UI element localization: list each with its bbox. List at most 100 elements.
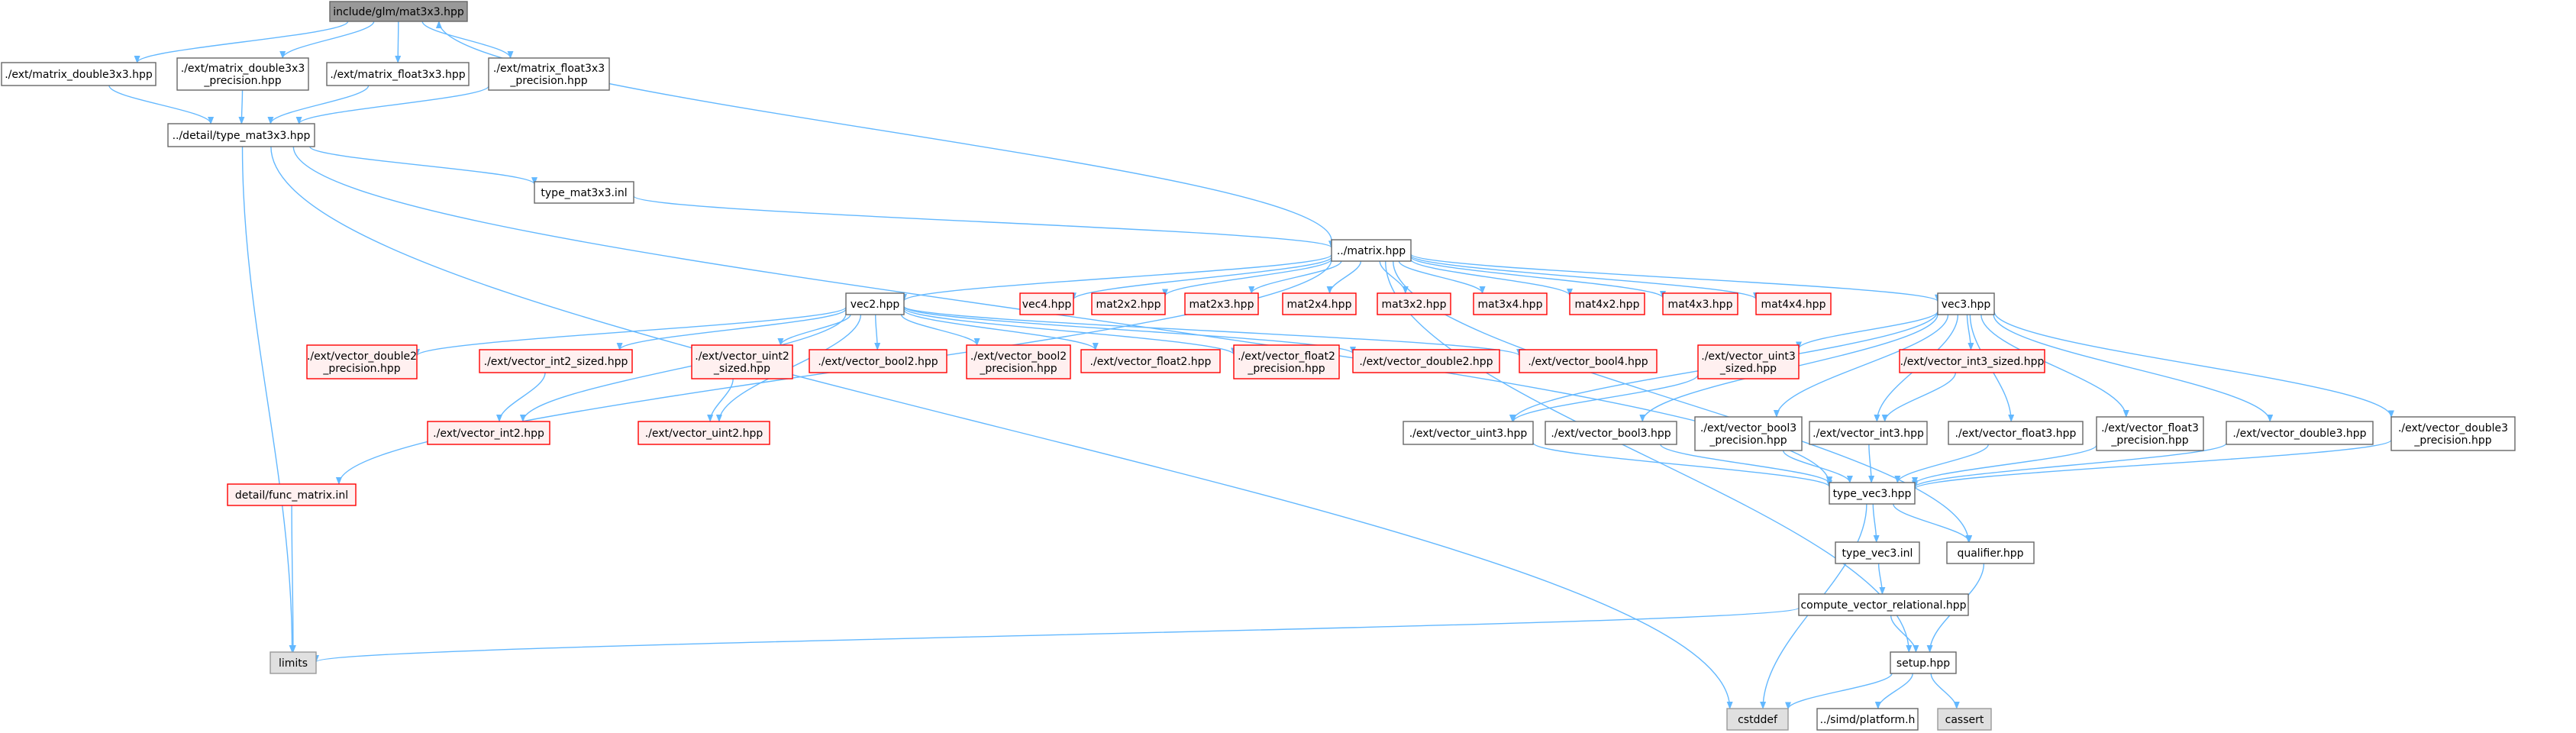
node-cstddef: cstddef	[1726, 708, 1789, 731]
node-vu2-box	[638, 421, 770, 445]
node-mf33p[interactable]: ./ext/matrix_float3x3_precision.hpp	[488, 57, 610, 91]
edge-tm33-to-tm33inl	[309, 146, 537, 186]
node-vu3[interactable]: ./ext/vector_uint3.hpp	[1403, 421, 1534, 445]
node-matrix-label-0: ../matrix.hpp	[1337, 245, 1406, 257]
node-mat4x3-box	[1662, 292, 1738, 315]
node-md33p-label-0: ./ext/matrix_double3x3	[181, 63, 305, 75]
node-vec3[interactable]: vec3.hpp	[1937, 292, 1995, 315]
node-vb3[interactable]: ./ext/vector_bool3.hpp	[1545, 421, 1677, 445]
node-vd2[interactable]: ./ext/vector_double2.hpp	[1352, 349, 1500, 373]
node-vf3[interactable]: ./ext/vector_float3.hpp	[1948, 421, 2084, 445]
node-root[interactable]: include/glm/mat3x3.hpp	[329, 1, 468, 22]
node-vf2-label-0: ./ext/vector_float2.hpp	[1090, 356, 1212, 368]
node-vd3p-label-1: _precision.hpp	[2413, 434, 2491, 447]
node-vb2p[interactable]: ./ext/vector_bool2_precision.hpp	[966, 344, 1071, 379]
node-mat4x3[interactable]: mat4x3.hpp	[1662, 292, 1738, 315]
node-vd2p[interactable]: ./ext/vector_double2_precision.hpp	[306, 344, 418, 379]
edge-matrix-to-mat2x3	[1248, 260, 1342, 294]
edge-vec2-to-vb4	[903, 305, 1522, 357]
edge-tv3-to-qual	[1893, 503, 1973, 543]
edge-vd3-to-tv3	[1912, 442, 2227, 489]
node-md33p-label-1: _precision.hpp	[203, 75, 281, 87]
node-vi3s[interactable]: ./ext/vector_int3_sized.hpp	[1899, 349, 2045, 373]
node-md33p[interactable]: ./ext/matrix_double3x3_precision.hpp	[176, 57, 309, 91]
edge-vec2-to-vd2p	[414, 306, 847, 357]
node-vf2p-label-0: ./ext/vector_float2	[1238, 350, 1335, 363]
node-qual[interactable]: qualifier.hpp	[1946, 541, 2035, 564]
node-vi2s[interactable]: ./ext/vector_int2_sized.hpp	[479, 349, 633, 373]
node-cvr[interactable]: compute_vector_relational.hpp	[1798, 593, 1969, 616]
node-vec4[interactable]: vec4.hpp	[1019, 292, 1074, 315]
node-simd-box	[1816, 708, 1919, 731]
edge-matrix-to-setup	[1385, 260, 1913, 653]
node-tv3inl[interactable]: type_vec3.inl	[1835, 541, 1920, 564]
node-setup[interactable]: setup.hpp	[1890, 651, 1957, 674]
node-vb2-box	[809, 349, 947, 373]
node-tm33[interactable]: ../detail/type_mat3x3.hpp	[167, 123, 315, 147]
node-simd[interactable]: ../simd/platform.h	[1816, 708, 1919, 731]
node-vf2[interactable]: ./ext/vector_float2.hpp	[1080, 349, 1221, 373]
node-mat3x4-label-0: mat3x4.hpp	[1478, 299, 1543, 311]
node-vf3p[interactable]: ./ext/vector_float3_precision.hpp	[2096, 416, 2204, 451]
node-vu3s-label-1: _sized.hpp	[1719, 363, 1777, 375]
node-vd3p[interactable]: ./ext/vector_double3_precision.hpp	[2390, 416, 2516, 451]
node-matrix[interactable]: ../matrix.hpp	[1331, 239, 1412, 262]
node-tm33inl[interactable]: type_mat3x3.inl	[534, 181, 634, 204]
node-fmi[interactable]: detail/func_matrix.inl	[227, 483, 357, 506]
node-vb3-label-0: ./ext/vector_bool3.hpp	[1551, 428, 1671, 440]
node-vi2-box	[427, 421, 550, 445]
node-vf2p[interactable]: ./ext/vector_float2_precision.hpp	[1233, 344, 1340, 379]
node-tm33-box	[167, 123, 315, 147]
edge-root-to-mf33	[395, 21, 402, 63]
node-mat2x2[interactable]: mat2x2.hpp	[1091, 292, 1166, 315]
node-cassert-label-0: cassert	[1945, 714, 1984, 726]
node-mat4x4-box	[1755, 292, 1832, 315]
node-vu2s-label-1: _sized.hpp	[713, 363, 770, 375]
node-vec2[interactable]: vec2.hpp	[845, 292, 905, 315]
node-vu2s-label-0: ./ext/vector_uint2	[695, 350, 789, 363]
node-vd3[interactable]: ./ext/vector_double3.hpp	[2226, 421, 2374, 445]
node-vu3s-label-0: ./ext/vector_uint3	[1701, 350, 1795, 363]
edges-layer	[108, 21, 2394, 710]
node-mat4x4[interactable]: mat4x4.hpp	[1755, 292, 1832, 315]
node-vi3[interactable]: ./ext/vector_int3.hpp	[1809, 421, 1928, 445]
node-mat4x2[interactable]: mat4x2.hpp	[1569, 292, 1645, 315]
node-vu3s[interactable]: ./ext/vector_uint3_sized.hpp	[1697, 344, 1800, 379]
node-cassert: cassert	[1937, 708, 1992, 731]
edge-fmi-to-limits	[289, 505, 296, 653]
node-mf33[interactable]: ./ext/matrix_float3x3.hpp	[326, 62, 470, 86]
node-mat3x4[interactable]: mat3x4.hpp	[1473, 292, 1548, 315]
edge-vb3-to-tv3	[1660, 444, 1832, 485]
node-vb3p[interactable]: ./ext/vector_bool3_precision.hpp	[1694, 416, 1803, 451]
node-vb2[interactable]: ./ext/vector_bool2.hpp	[809, 349, 947, 373]
node-vd2p-box	[306, 344, 418, 379]
node-tm33inl-box	[534, 181, 634, 204]
node-mat4x2-box	[1569, 292, 1645, 315]
node-vu2-label-0: ./ext/vector_uint2.hpp	[645, 428, 763, 440]
node-vb3p-label-0: ./ext/vector_bool3	[1700, 422, 1796, 434]
node-vu2s[interactable]: ./ext/vector_uint2_sized.hpp	[691, 344, 793, 379]
node-tv3[interactable]: type_vec3.hpp	[1829, 482, 1916, 505]
node-mat3x2[interactable]: mat3x2.hpp	[1377, 292, 1451, 315]
edge-tm33-to-limits	[241, 146, 295, 653]
node-mat2x3-box	[1184, 292, 1259, 315]
node-vu2[interactable]: ./ext/vector_uint2.hpp	[638, 421, 770, 445]
edge-mf33p-to-tm33	[295, 86, 489, 124]
node-cassert-box	[1937, 708, 1992, 731]
edge-matrix-to-mat4x2	[1410, 259, 1573, 296]
edge-vec3-to-vd3p	[1993, 311, 2394, 418]
node-vb4-box	[1519, 349, 1658, 373]
node-limits-label-0: limits	[279, 657, 308, 670]
node-simd-label-0: ../simd/platform.h	[1820, 714, 1916, 726]
node-vd2-label-0: ./ext/vector_double2.hpp	[1359, 356, 1493, 368]
node-vf3-label-0: ./ext/vector_float3.hpp	[1955, 428, 2077, 440]
node-qual-box	[1946, 541, 2035, 564]
edge-matrix-to-vec3	[1410, 253, 1941, 302]
node-mat2x3[interactable]: mat2x3.hpp	[1184, 292, 1259, 315]
node-md33[interactable]: ./ext/matrix_double3x3.hpp	[1, 62, 157, 86]
node-mat4x4-label-0: mat4x4.hpp	[1761, 299, 1826, 311]
node-tm33-label-0: ../detail/type_mat3x3.hpp	[173, 130, 311, 142]
node-vb4[interactable]: ./ext/vector_bool4.hpp	[1519, 349, 1658, 373]
node-vi2[interactable]: ./ext/vector_int2.hpp	[427, 421, 550, 445]
node-mat2x4[interactable]: mat2x4.hpp	[1282, 292, 1357, 315]
